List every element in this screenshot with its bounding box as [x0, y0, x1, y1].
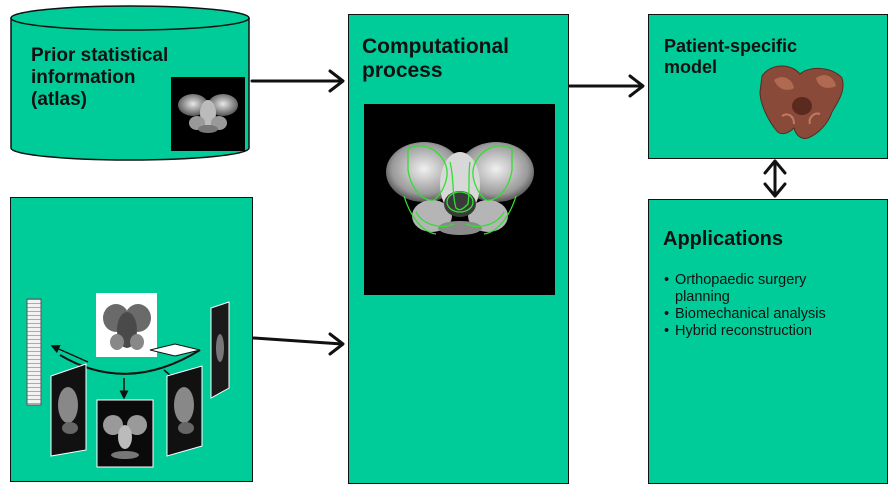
- application-item-line2: planning: [675, 289, 730, 305]
- model-title-line1: Patient-specific: [664, 36, 798, 56]
- application-item-biomechanical: Biomechanical analysis: [664, 306, 826, 323]
- application-item-line1: Hybrid reconstruction: [675, 323, 812, 339]
- projection-left-icon: [50, 363, 87, 457]
- detector-strip-icon: [26, 298, 42, 406]
- process-title-line2: process: [362, 59, 443, 83]
- projection-center-icon: [96, 399, 154, 468]
- application-item-line1: Orthopaedic surgery: [675, 272, 807, 288]
- applications-title: Applications: [663, 228, 784, 250]
- process-pelvis-image: [364, 104, 555, 295]
- projection-right-small-icon: [210, 301, 230, 399]
- applications-box: [648, 199, 888, 484]
- model-title-line2: model: [664, 56, 718, 77]
- atlas-title-line2: information: [31, 66, 136, 88]
- atlas-title: Prior statistical information (atlas): [31, 45, 168, 111]
- model-title: Patient-specific model: [664, 36, 797, 77]
- application-item-surgery-planning: Orthopaedic surgery planning: [664, 272, 826, 306]
- applications-list: Orthopaedic surgery planning Biomechanic…: [664, 272, 826, 340]
- projection-right-icon: [166, 365, 203, 457]
- ct-volume-icon: [96, 293, 157, 357]
- atlas-pelvis-image: [171, 77, 245, 151]
- arrow-input-to-process: [252, 336, 344, 346]
- atlas-title-line3: (atlas): [31, 88, 87, 110]
- process-title: Computational process: [362, 35, 509, 83]
- application-item-line1: Biomechanical analysis: [675, 306, 826, 322]
- atlas-title-line1: Prior statistical: [31, 45, 169, 66]
- application-item-hybrid: Hybrid reconstruction: [664, 323, 826, 340]
- process-title-line1: Computational: [362, 35, 509, 58]
